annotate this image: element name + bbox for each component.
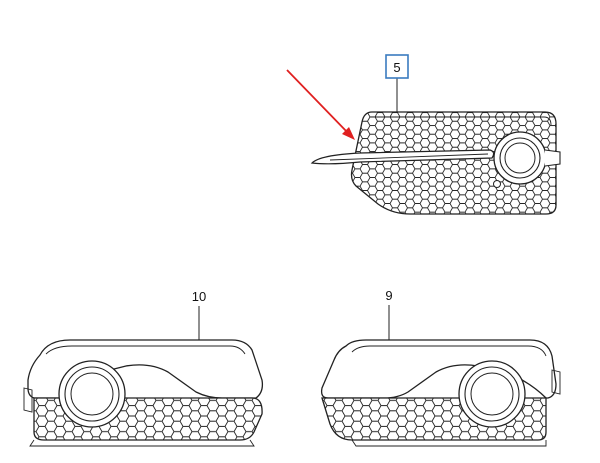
- callout-9-label: 9: [385, 288, 392, 303]
- callout-5-label: 5: [393, 60, 400, 75]
- part-5-grille: [310, 111, 561, 215]
- highlight-arrow: [286, 69, 355, 140]
- callout-5-highlight-box: [385, 54, 409, 79]
- callout-10-label: 10: [192, 289, 206, 304]
- part-10-grille: [23, 339, 264, 447]
- part-9-grille: [320, 339, 561, 447]
